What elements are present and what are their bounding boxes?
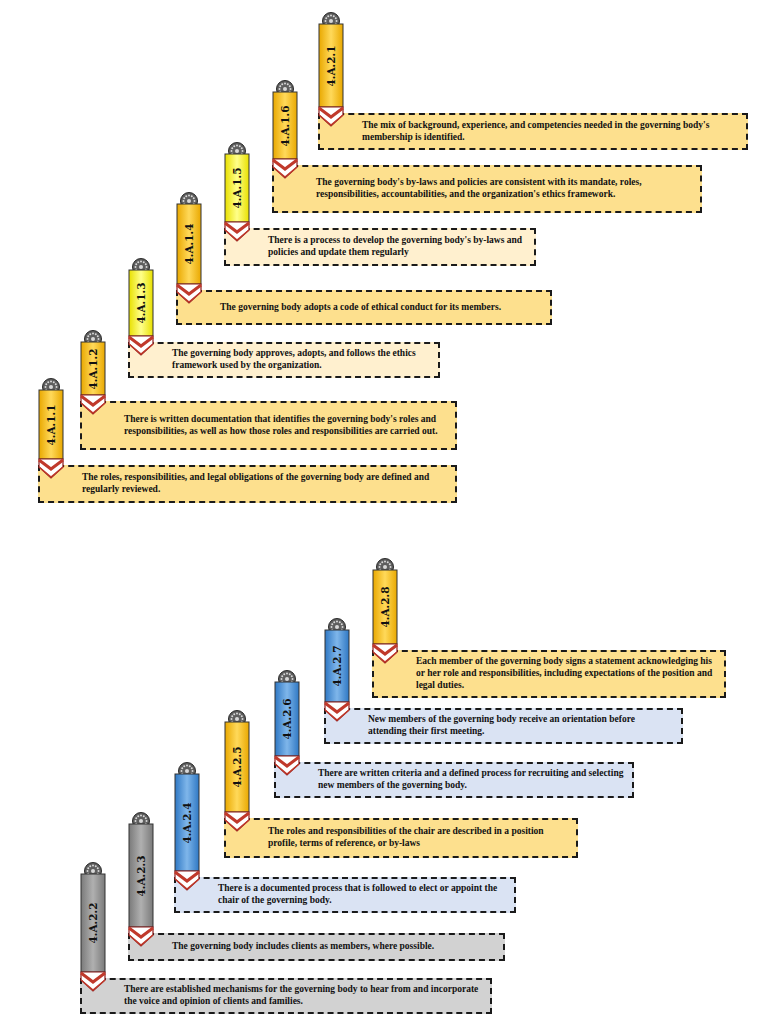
pencil-marker: 4.A.1.3 — [128, 258, 154, 356]
standard-text: The governing body includes clients as m… — [172, 941, 434, 953]
pencil-marker: 4.A.2.4 — [174, 762, 200, 891]
standard-number: 4.A.2.3 — [135, 855, 147, 896]
pencil-marker: 4.A.1.6 — [272, 80, 298, 179]
description-box: There are established mechanisms for the… — [80, 978, 492, 1014]
description-box: There is a process to develop the govern… — [224, 228, 536, 266]
standard-text: The governing body's by-laws and policie… — [316, 177, 692, 201]
pencil-marker: 4.A.1.4 — [176, 192, 202, 304]
standard-number: 4.A.2.5 — [231, 746, 243, 787]
pencil-marker: 4.A.1.2 — [80, 330, 106, 415]
standard-text: The governing body adopts a code of ethi… — [220, 302, 501, 314]
standard-text: There are written criteria and a defined… — [318, 768, 624, 792]
standard-number: 4.A.2.7 — [331, 645, 343, 686]
standard-text: The mix of background, experience, and c… — [362, 120, 738, 144]
description-box: The mix of background, experience, and c… — [318, 113, 748, 150]
standard-number: 4.A.1.5 — [231, 167, 243, 208]
pencil-marker: 4.A.2.2 — [80, 862, 106, 992]
description-box: Each member of the governing body signs … — [372, 650, 726, 698]
standard-text: There are established mechanisms for the… — [124, 984, 482, 1008]
pencil-marker: 4.A.1.1 — [38, 378, 64, 479]
standard-number: 4.A.2.2 — [87, 902, 99, 943]
standard-number: 4.A.1.6 — [279, 105, 291, 146]
standard-number: 4.A.1.1 — [45, 404, 57, 445]
pencil-marker: 4.A.1.5 — [224, 142, 250, 242]
pencil-marker: 4.A.2.5 — [224, 710, 250, 832]
pencil-marker: 4.A.2.7 — [324, 618, 350, 722]
description-box: The governing body approves, adopts, and… — [128, 342, 440, 378]
standard-number: 4.A.2.4 — [181, 802, 193, 843]
pencil-marker: 4.A.2.8 — [372, 558, 398, 664]
description-box: New members of the governing body receiv… — [324, 708, 683, 744]
pencil-marker: 4.A.2.6 — [274, 670, 300, 776]
standard-text: There is a documented process that is fo… — [218, 883, 506, 907]
pencil-marker: 4.A.2.1 — [318, 12, 344, 127]
standard-number: 4.A.2.1 — [325, 45, 337, 86]
pencil-marker: 4.A.2.3 — [128, 812, 154, 947]
description-box: The roles, responsibilities, and legal o… — [38, 465, 457, 503]
description-box: There is written documentation that iden… — [80, 401, 457, 450]
standard-number: 4.A.2.6 — [281, 698, 293, 739]
standard-number: 4.A.1.4 — [183, 223, 195, 264]
standard-text: There is a process to develop the govern… — [268, 235, 526, 259]
description-box: There are written criteria and a defined… — [274, 762, 634, 798]
standard-text: New members of the governing body receiv… — [368, 714, 673, 738]
standard-text: The roles, responsibilities, and legal o… — [82, 472, 447, 496]
standard-text: The governing body approves, adopts, and… — [172, 348, 430, 372]
standard-text: There is written documentation that iden… — [124, 414, 447, 438]
standard-text: The roles and responsibilities of the ch… — [268, 826, 568, 850]
standard-number: 4.A.1.2 — [87, 348, 99, 389]
description-box: There is a documented process that is fo… — [174, 877, 516, 913]
description-box: The governing body's by-laws and policie… — [272, 165, 702, 213]
description-box: The governing body includes clients as m… — [128, 933, 505, 961]
description-box: The governing body adopts a code of ethi… — [176, 290, 552, 325]
description-box: The roles and responsibilities of the ch… — [224, 818, 578, 858]
standard-number: 4.A.1.3 — [135, 282, 147, 323]
standard-text: Each member of the governing body signs … — [416, 656, 716, 692]
standard-number: 4.A.2.8 — [379, 586, 391, 627]
